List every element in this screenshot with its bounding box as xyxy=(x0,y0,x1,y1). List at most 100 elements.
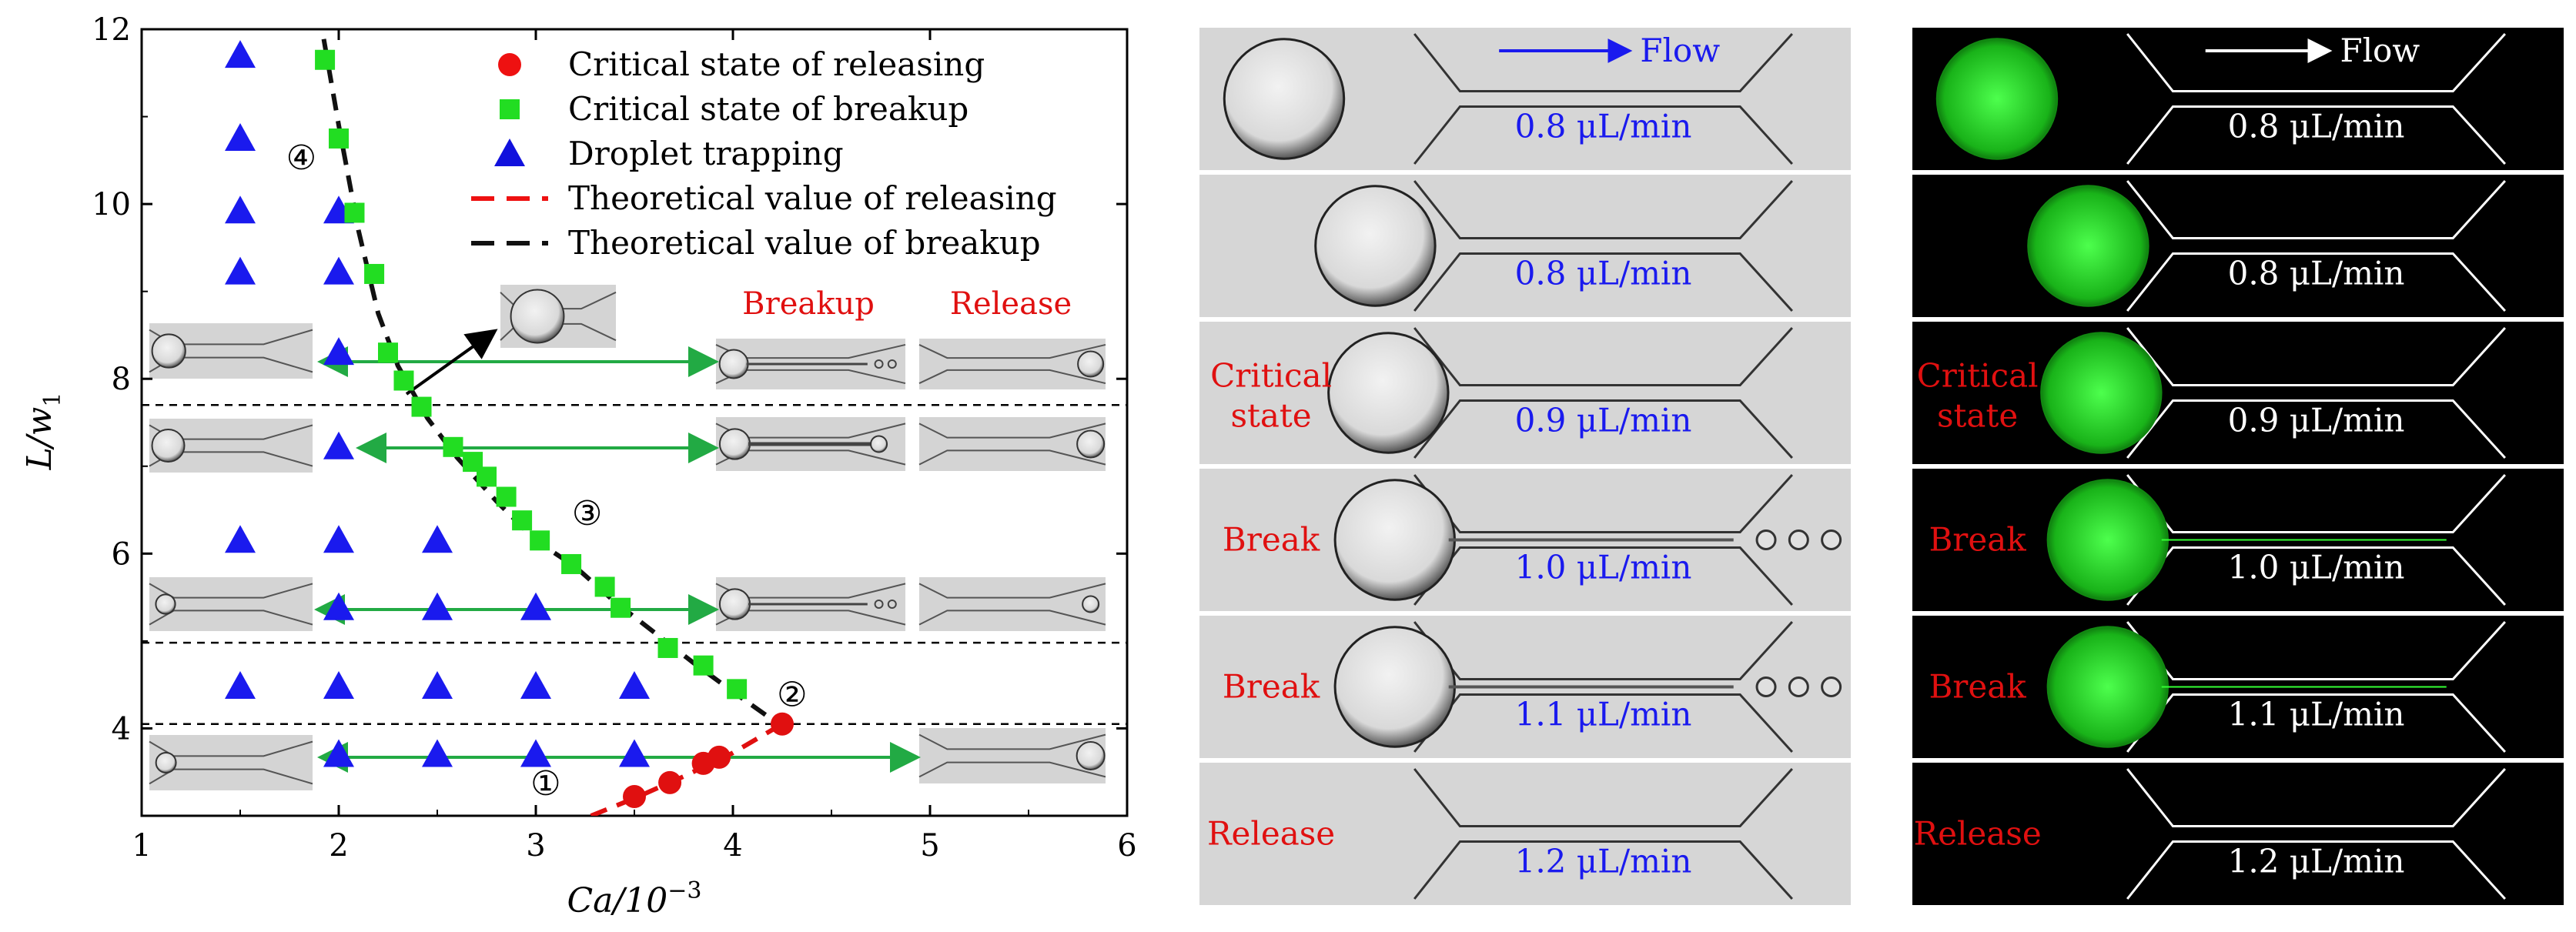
region-label: ② xyxy=(777,675,807,714)
micrograph-inset xyxy=(918,417,1106,471)
release-annotation: Release xyxy=(950,286,1072,322)
micrograph-row: 1.1 μL/min Break xyxy=(1199,616,1851,758)
trapping-point xyxy=(225,670,256,699)
trapping-point xyxy=(323,337,354,366)
micrograph-inset xyxy=(715,577,906,631)
micrograph-inset xyxy=(715,417,906,471)
trapping-point xyxy=(225,195,256,224)
region-label: ① xyxy=(530,764,560,803)
breakup-point xyxy=(443,436,463,457)
droplet xyxy=(1223,38,1346,160)
trapping-point xyxy=(520,670,551,699)
breakup-point xyxy=(512,510,533,531)
state-label: Release xyxy=(1913,815,2041,853)
flow-rate-label: 0.8 μL/min xyxy=(2228,255,2405,292)
flow-rate-label: 1.0 μL/min xyxy=(1515,549,1692,586)
trapping-point xyxy=(422,739,453,767)
micrograph-inset xyxy=(500,285,617,348)
breakup-annotation: Breakup xyxy=(742,286,875,322)
region-label: ④ xyxy=(286,139,316,178)
releasing-point xyxy=(771,712,794,736)
satellite-droplet xyxy=(1788,529,1809,550)
trapping-point xyxy=(520,739,551,767)
legend-label: Critical state of releasing xyxy=(568,45,985,83)
trapping-point xyxy=(422,525,453,553)
state-label: Release xyxy=(1207,815,1335,853)
breakup-point xyxy=(364,263,385,284)
droplet xyxy=(1333,479,1457,601)
state-label: Break xyxy=(1929,668,2026,706)
trapping-point xyxy=(323,256,354,285)
trapping-point xyxy=(323,525,354,553)
micrograph-inset xyxy=(149,323,313,379)
y-tick-label: 4 xyxy=(112,711,131,747)
legend-label: Theoretical value of releasing xyxy=(568,179,1057,217)
breakup-point xyxy=(693,655,714,676)
legend-marker xyxy=(500,99,520,119)
x-tick-label: 4 xyxy=(723,828,742,864)
region-label: ③ xyxy=(572,494,602,533)
legend-label: Theoretical value of breakup xyxy=(568,224,1041,262)
trapping-point xyxy=(225,525,256,553)
x-tick-label: 1 xyxy=(132,828,151,864)
droplet xyxy=(2046,479,2170,601)
y-tick-label: 10 xyxy=(92,187,131,222)
droplet xyxy=(1935,38,2059,160)
flow-rate-label: 0.8 μL/min xyxy=(1515,108,1692,145)
trapping-point xyxy=(323,592,354,620)
breakup-point xyxy=(315,49,336,70)
x-tick-label: 5 xyxy=(920,828,939,864)
trapping-point xyxy=(323,431,354,459)
y-tick-label: 8 xyxy=(112,362,131,397)
droplet xyxy=(2046,626,2170,748)
flow-rate-label: 1.2 μL/min xyxy=(1515,843,1692,880)
breakup-point xyxy=(611,597,631,618)
breakup-point xyxy=(344,202,365,223)
satellite-droplet xyxy=(1755,676,1777,697)
trapping-point xyxy=(225,256,256,285)
releasing-point xyxy=(623,785,646,809)
breakup-point xyxy=(378,342,398,363)
breakup-point xyxy=(561,553,582,574)
micrograph-inset xyxy=(918,577,1106,631)
breakup-point xyxy=(329,128,349,149)
y-tick-label: 12 xyxy=(92,12,131,48)
satellite-droplet xyxy=(1821,676,1842,697)
breakup-point xyxy=(594,576,615,597)
trapping-point xyxy=(619,739,650,767)
state-label: Break xyxy=(1223,668,1320,706)
y-tick-label: 6 xyxy=(112,536,131,572)
trapping-point xyxy=(422,592,453,620)
flow-rate-label: 1.1 μL/min xyxy=(1515,696,1692,733)
micrograph-inset xyxy=(918,728,1106,783)
micrograph-row: 1.2 μL/min Release xyxy=(1199,763,1851,905)
trapping-point xyxy=(520,592,551,620)
satellite-droplet xyxy=(1788,676,1809,697)
flow-label: Flow xyxy=(1640,32,1720,69)
flow-rate-label: 0.8 μL/min xyxy=(1515,255,1692,292)
satellite-droplet xyxy=(1755,529,1777,550)
breakup-point xyxy=(477,466,497,487)
micrograph-row: 0.8 μL/min xyxy=(1912,28,2564,170)
micrograph-row: 1.0 μL/min Break xyxy=(1912,469,2564,611)
state-label: Break xyxy=(1929,521,2026,559)
micrograph-inset xyxy=(149,577,313,631)
flow-rate-label: 1.0 μL/min xyxy=(2228,549,2405,586)
flow-rate-label: 0.9 μL/min xyxy=(1515,402,1692,439)
droplet xyxy=(2027,185,2149,307)
micrograph-row: 0.8 μL/min xyxy=(1912,175,2564,317)
x-tick-label: 2 xyxy=(329,828,348,864)
releasing-point xyxy=(658,770,682,794)
breakup-point xyxy=(411,396,432,417)
micrograph-frame xyxy=(1199,322,1851,464)
droplet xyxy=(2040,332,2163,454)
